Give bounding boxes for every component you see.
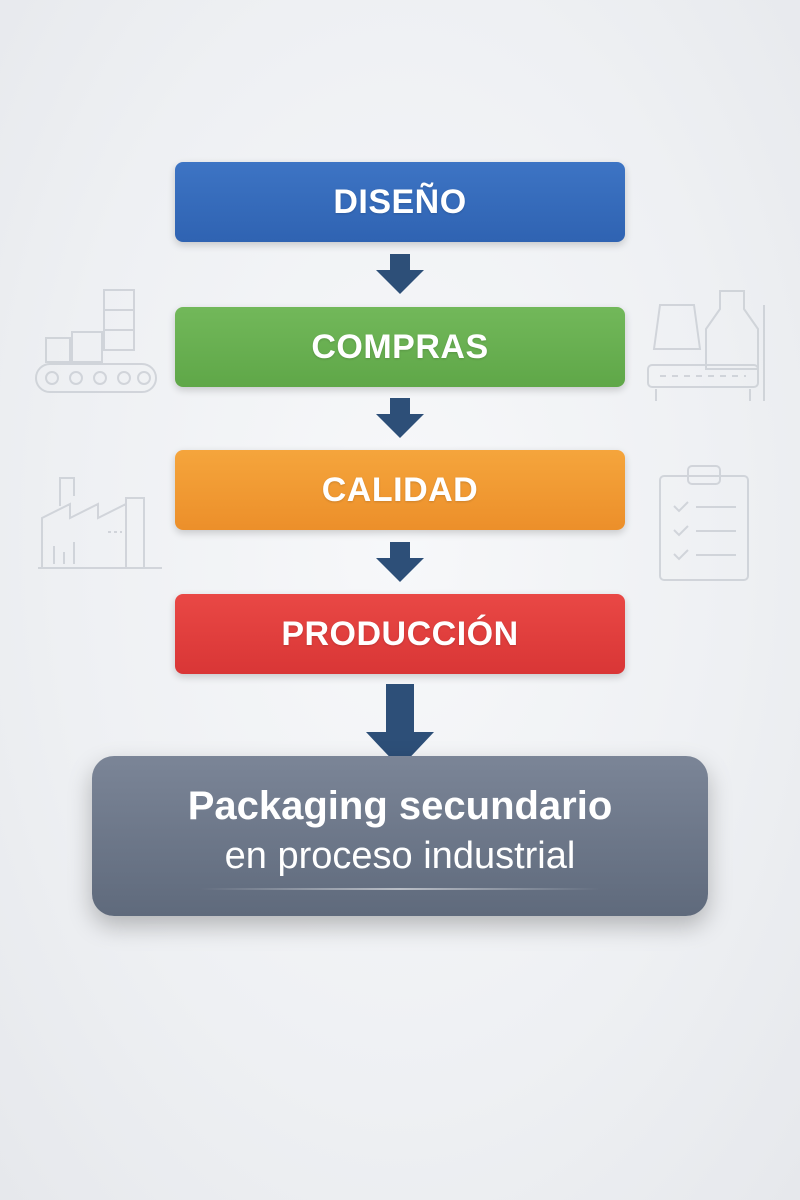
arrow-down-icon [0, 254, 800, 294]
arrow-down-icon [0, 398, 800, 438]
checklist-icon [659, 465, 749, 581]
step-calidad: CALIDAD [175, 450, 625, 530]
arrow-down-large-icon [0, 684, 800, 768]
step-calidad-label: CALIDAD [321, 470, 479, 509]
step-produccion-label: PRODUCCIÓN [281, 614, 519, 653]
step-produccion: PRODUCCIÓN [175, 594, 625, 674]
step-compras-label: COMPRAS [311, 327, 489, 366]
conveyor-icon [35, 289, 157, 393]
arrow-down-icon [0, 542, 800, 582]
step-compras: COMPRAS [175, 307, 625, 387]
final-subtitle: en proceso industrial [224, 835, 576, 878]
final-title: Packaging secundario [187, 784, 613, 829]
final-result-box: Packaging secundario en proceso industri… [92, 756, 708, 916]
factory-icon [38, 477, 162, 569]
step-diseno: DISEÑO [175, 162, 625, 242]
machine-icon [647, 290, 765, 401]
step-diseno-label: DISEÑO [333, 182, 467, 221]
divider [200, 887, 600, 890]
